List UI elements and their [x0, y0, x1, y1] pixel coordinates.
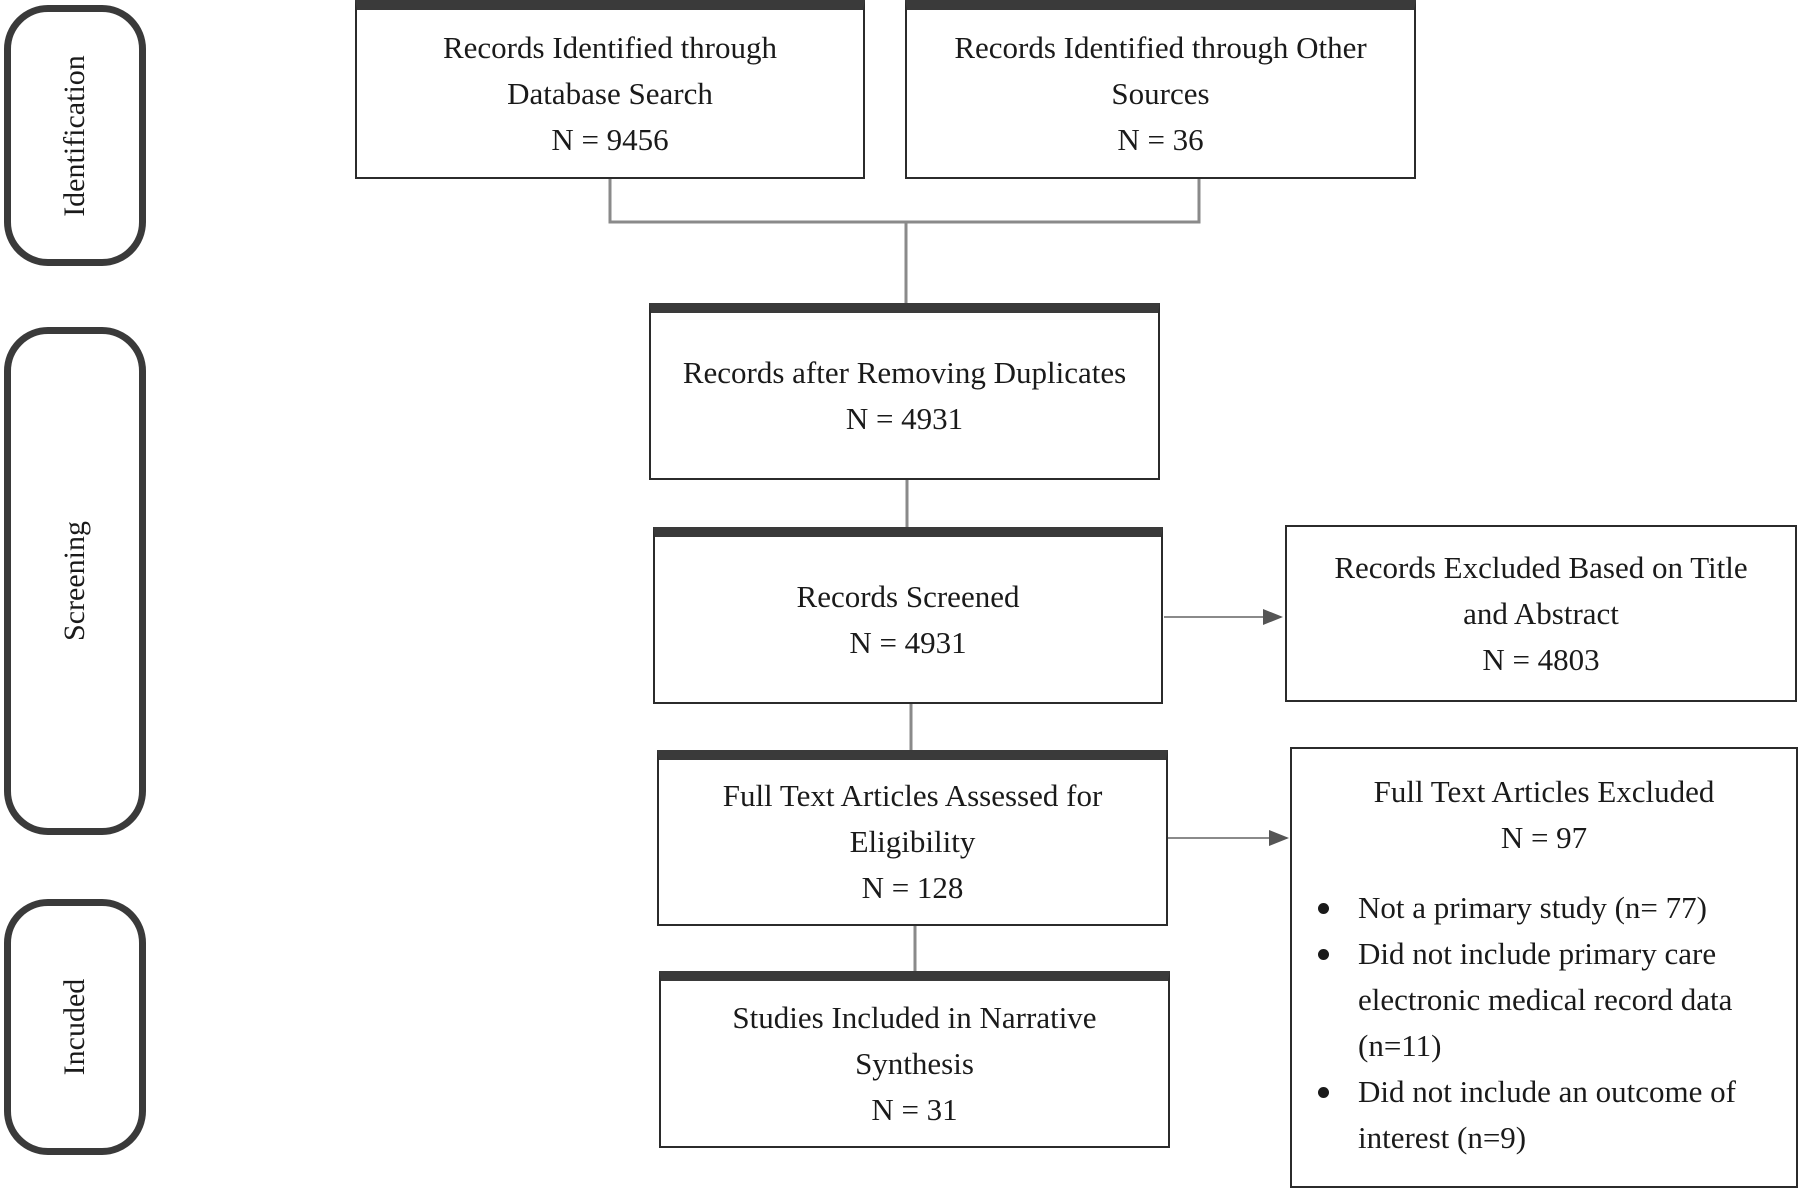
box-count: N = 4931 [845, 400, 964, 436]
connector-database-to-merge [608, 178, 906, 224]
phase-identification-label: Identification [58, 54, 91, 217]
box-line: Database Search [507, 75, 713, 111]
box-line: Sources [1111, 75, 1210, 111]
reason-line: interest (n=9) [1358, 1120, 1527, 1155]
screened-box: Records Screened N = 4931 [653, 527, 1163, 704]
box-line: Records Screened [796, 578, 1020, 614]
other-sources-box: Records Identified through Other Sources… [905, 0, 1416, 179]
reason-line: Did not include an outcome of [1358, 1074, 1736, 1109]
box-line: Records Excluded Based on Title [1334, 549, 1748, 585]
full-text-assessed-box: Full Text Articles Assessed for Eligibil… [657, 750, 1168, 926]
excluded-header: Full Text Articles Excluded N = 97 [1292, 749, 1796, 861]
included-synthesis-box: Studies Included in Narrative Synthesis … [659, 971, 1170, 1148]
reason-line: Not a primary study (n= 77) [1358, 890, 1707, 925]
box-line: Records Identified through Other [954, 29, 1367, 65]
exclusion-reason: Did not include primary care electronic … [1318, 931, 1796, 1069]
exclusion-reason: Did not include an outcome of interest (… [1318, 1069, 1796, 1161]
box-count: N = 4931 [849, 624, 967, 660]
excluded-title: Full Text Articles Excluded [1373, 774, 1715, 809]
phase-identification: Identification [4, 5, 146, 266]
box-count: N = 9456 [551, 121, 669, 157]
box-count: N = 36 [1117, 121, 1204, 157]
after-duplicates-box: Records after Removing Duplicates N = 49… [649, 303, 1160, 480]
box-line: Records Identified through [442, 29, 778, 65]
excluded-title-abstract-box: Records Excluded Based on Title and Abst… [1285, 525, 1797, 702]
box-count: N = 4803 [1482, 641, 1600, 677]
full-text-excluded-box: Full Text Articles Excluded N = 97 Not a… [1290, 747, 1798, 1188]
box-line: and Abstract [1463, 595, 1619, 631]
phase-screening-label: Screening [58, 521, 91, 641]
reason-line: Did not include primary care [1358, 936, 1717, 971]
box-line: Full Text Articles Assessed for [722, 778, 1103, 813]
phase-included: Incuded [4, 899, 146, 1155]
excluded-count: N = 97 [1500, 820, 1588, 855]
box-line: Eligibility [849, 824, 976, 859]
box-line: Studies Included in Narrative [732, 999, 1097, 1035]
exclusion-reason: Not a primary study (n= 77) [1318, 885, 1796, 931]
connector-other-to-merge [906, 178, 1201, 224]
box-count: N = 128 [861, 870, 964, 905]
phase-screening: Screening [4, 327, 146, 835]
phase-included-label: Incuded [58, 978, 91, 1076]
reason-line: (n=11) [1358, 1028, 1442, 1063]
box-line: Records after Removing Duplicates [682, 354, 1127, 390]
database-search-box: Records Identified through Database Sear… [355, 0, 865, 179]
reason-line: electronic medical record data [1358, 982, 1733, 1017]
exclusion-reasons-list: Not a primary study (n= 77) Did not incl… [1292, 885, 1796, 1161]
box-count: N = 31 [871, 1091, 958, 1127]
box-line: Synthesis [855, 1045, 974, 1081]
